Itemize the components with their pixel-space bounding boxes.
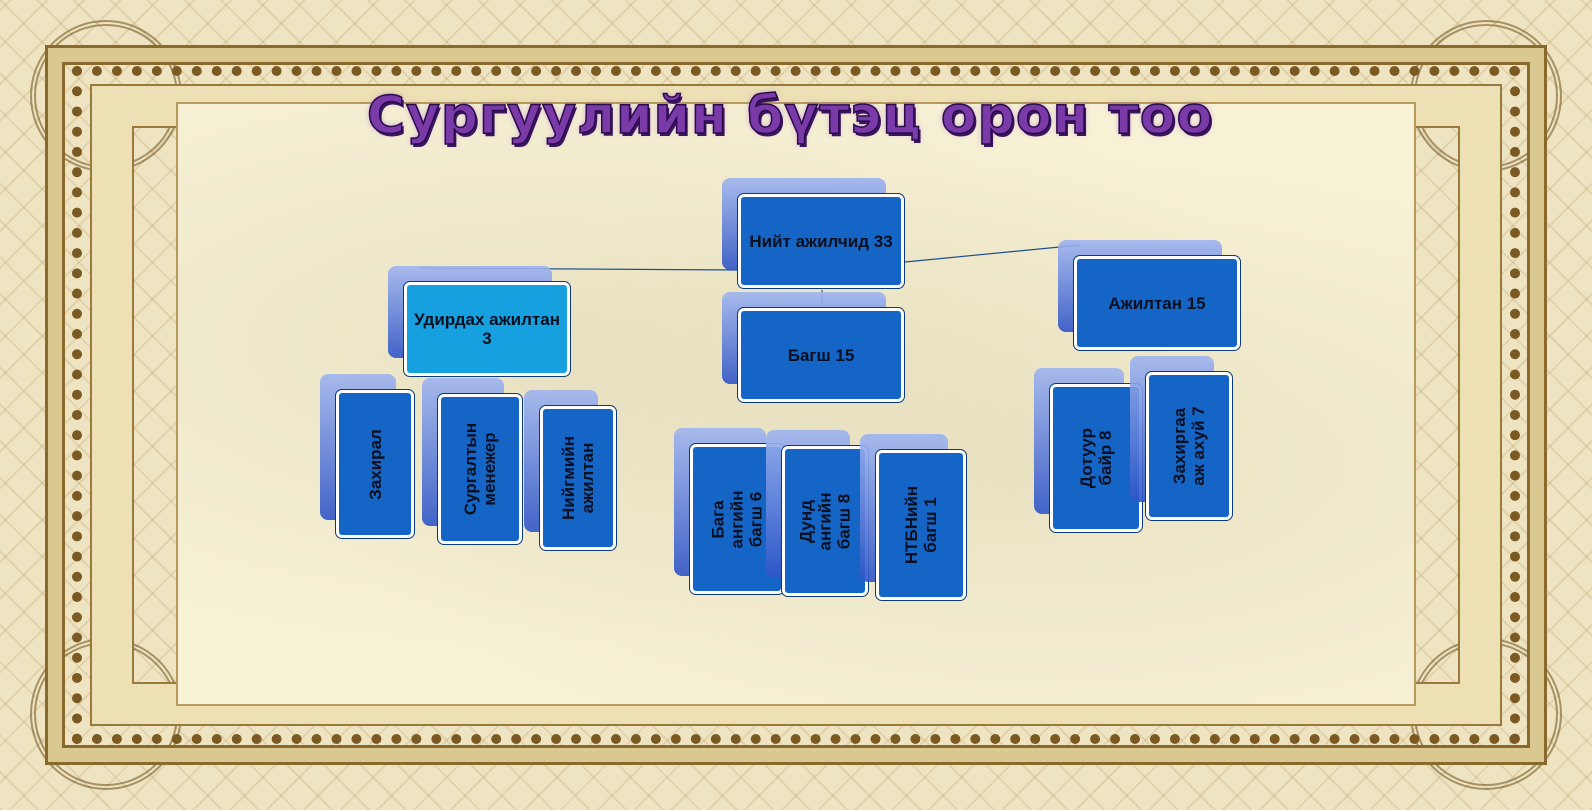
connector-total-staff	[904, 244, 1081, 263]
node-admin-staff: Удирдах ажилтан 3	[388, 266, 570, 376]
node-total-label: Нийт ажилчид 33	[749, 231, 893, 251]
node-social-worker: Нийгмийн ажилтан	[524, 390, 616, 550]
node-dormitory: Дотуур байр 8	[1034, 368, 1142, 532]
node-workers-label: Ажилтан 15	[1108, 293, 1206, 313]
node-workers: Ажилтан 15	[1058, 240, 1240, 350]
node-social-worker-label: Нийгмийн ажилтан	[559, 435, 598, 521]
node-admin-economy: Захиргаа аж ахуй 7	[1130, 356, 1232, 520]
node-edu-manager-label: Сургалтын менежер	[461, 422, 499, 516]
node-admin-economy-label: Захиргаа аж ахуй 7	[1170, 406, 1208, 486]
node-teachers: Багш 15	[722, 292, 904, 402]
outer-frame	[48, 48, 1544, 762]
node-teachers-label: Багш 15	[787, 345, 855, 365]
page-title: Сургуулийн бүтэц орон тоо	[366, 85, 1214, 147]
node-director: Захирал	[320, 374, 414, 538]
node-director-label: Захирал	[365, 428, 385, 500]
node-middle-teachers: Дунд ангийн багш 8	[766, 430, 868, 596]
node-primary-teachers-label: Бага ангийн багш 6	[708, 490, 766, 548]
node-total-staff: Нийт ажилчид 33	[722, 178, 904, 288]
node-ntbh-teacher-label: НТБНийн багш 1	[902, 485, 940, 565]
node-edu-manager: Сургалтын менежер	[422, 378, 522, 544]
node-dormitory-label: Дотуур байр 8	[1077, 427, 1115, 489]
chain-border	[72, 66, 1520, 744]
node-middle-teachers-label: Дунд ангийн багш 8	[796, 492, 854, 550]
node-ntbh-teacher: НТБНийн багш 1	[860, 434, 966, 600]
node-admin-label: Удирдах ажилтан 3	[414, 310, 560, 348]
